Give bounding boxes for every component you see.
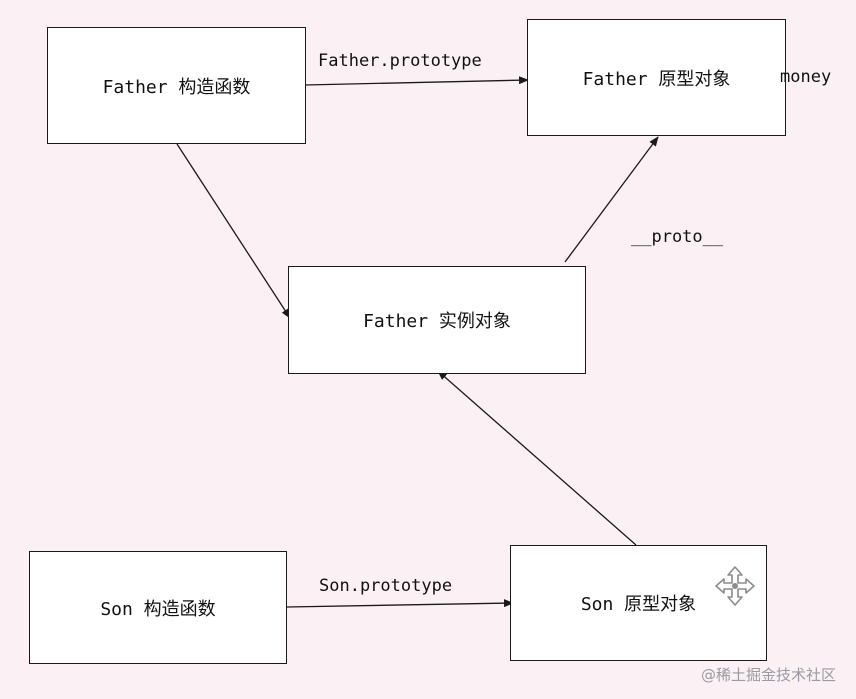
son-prototype-label: Son 原型对象 [580, 594, 697, 615]
money-label: money [780, 67, 832, 87]
son-constructor-label: Son 构造函数 [100, 598, 216, 620]
watermark: @稀土掘金技术社区 [700, 666, 836, 684]
father-prototype-box: Father 原型对象 [527, 19, 786, 136]
proto-edge-label: __proto__ [631, 227, 724, 247]
father-prototype-label: Father 原型对象 [582, 68, 731, 90]
arrow-instance-proto-to-father-prototype [564, 136, 659, 263]
move-cursor-icon [715, 566, 755, 606]
father-constructor-box: Father 构造函数 [47, 27, 306, 144]
son-prototype-box: Son 原型对象 [510, 545, 767, 661]
son-constructor-box: Son 构造函数 [29, 551, 287, 664]
son-prototype-edge-label: Son.prototype [319, 576, 453, 596]
arrow-son-prototype-to-father-instance [437, 370, 637, 546]
father-instance-label: Father 实例对象 [363, 311, 511, 332]
arrow-son-constructor-to-prototype [286, 599, 514, 608]
father-prototype-edge-label: Father.prototype [318, 51, 482, 71]
arrow-father-constructor-to-instance [176, 143, 291, 319]
arrow-father-constructor-to-prototype [304, 76, 529, 86]
father-instance-box: Father 实例对象 [288, 266, 586, 374]
father-constructor-label: Father 构造函数 [102, 76, 251, 98]
